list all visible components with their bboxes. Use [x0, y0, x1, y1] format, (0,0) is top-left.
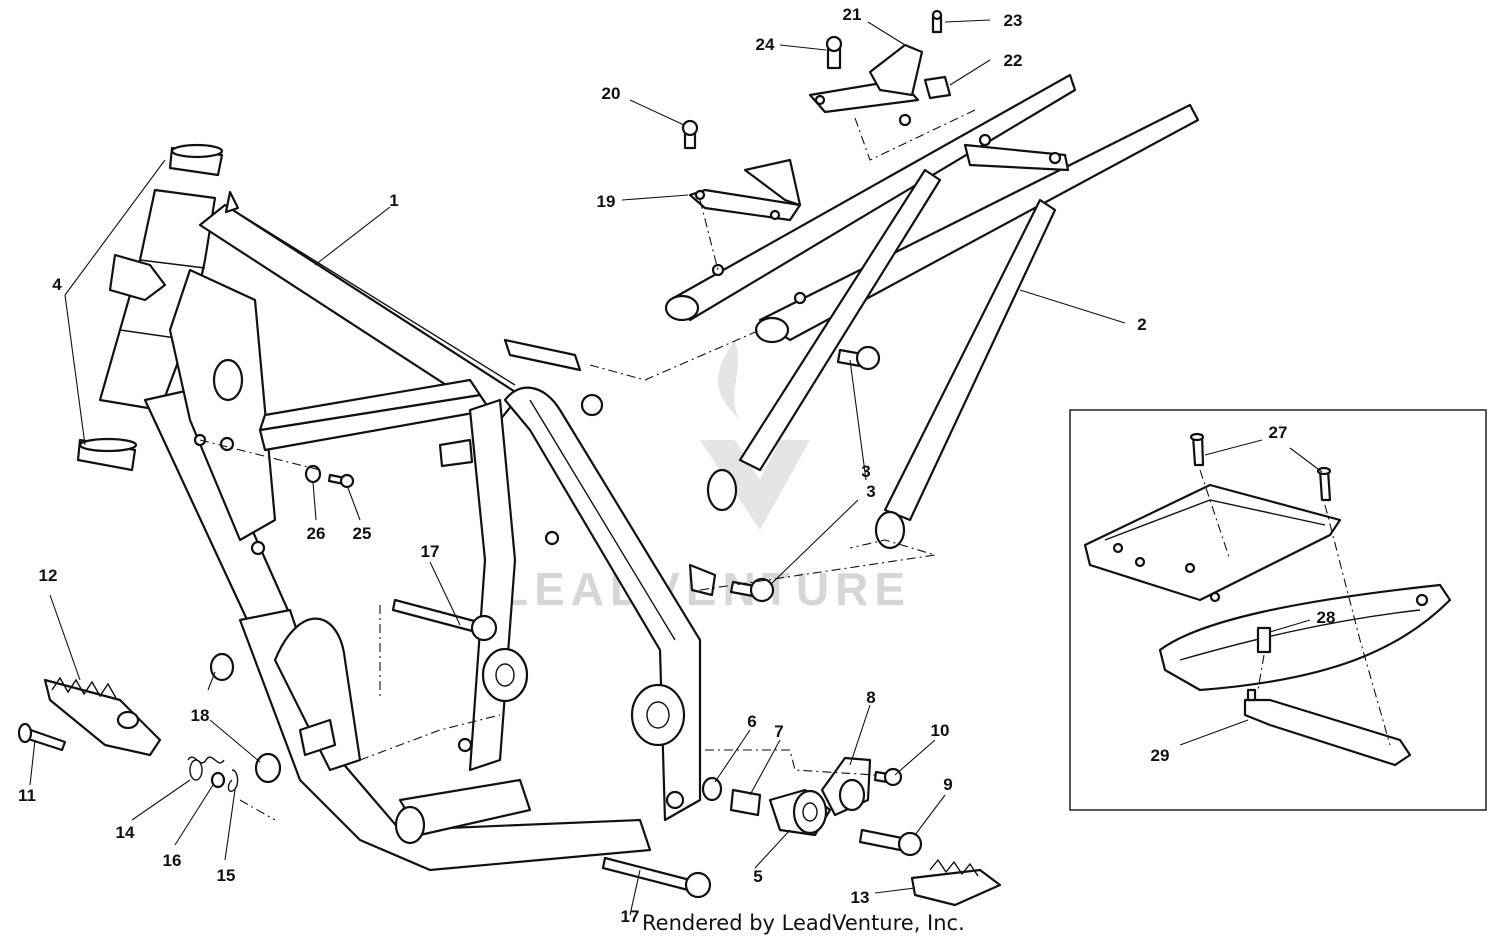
callout-17: 17 [421, 542, 440, 561]
callout-12: 12 [39, 566, 58, 585]
bracket-19 [688, 158, 802, 222]
subframe [664, 73, 1200, 550]
mount-plate-8 [820, 756, 872, 817]
subframe-bolt-upper [836, 345, 881, 371]
spring-14 [187, 756, 225, 781]
callout-5: 5 [753, 867, 762, 886]
bushing-5 [768, 788, 832, 837]
credit-text: Rendered by LeadVenture, Inc. [642, 911, 965, 935]
steering-bearing-upper [168, 143, 224, 177]
collar-18-lower [254, 752, 282, 784]
callout-21: 21 [843, 5, 862, 24]
callout-25: 25 [353, 524, 372, 543]
callout-1: 1 [389, 191, 398, 210]
callout-28: 28 [1317, 608, 1336, 627]
callout-14: 14 [116, 823, 135, 842]
callout-17: 17 [621, 907, 640, 926]
clip-15 [227, 769, 239, 792]
callout-24: 24 [756, 35, 775, 54]
callout-3: 3 [861, 462, 870, 481]
callout-23: 23 [1004, 11, 1023, 30]
washer-16 [210, 771, 226, 789]
footpeg-left [43, 676, 162, 757]
callout-6: 6 [747, 712, 756, 731]
through-bolt-17-upper [391, 598, 498, 642]
callout-8: 8 [866, 688, 875, 707]
pin-11 [17, 722, 67, 752]
callout-26: 26 [307, 524, 326, 543]
through-bolt-17-lower [601, 856, 712, 899]
callout-29: 29 [1151, 746, 1170, 765]
callout-16: 16 [163, 851, 182, 870]
callout-4: 4 [52, 275, 62, 294]
callout-18: 18 [191, 706, 210, 725]
callout-15: 15 [217, 866, 236, 885]
steering-bearing-lower [76, 437, 138, 472]
bolt-9 [858, 828, 923, 857]
washer-6 [701, 776, 723, 802]
collar-18-upper [209, 652, 235, 682]
callout-9: 9 [943, 775, 952, 794]
callout-22: 22 [1004, 51, 1023, 70]
subframe-bolt-lower [729, 577, 775, 603]
screw-23 [931, 9, 943, 34]
footpeg-right [910, 858, 1002, 907]
callout-2: 2 [1137, 315, 1146, 334]
callout-19: 19 [597, 192, 616, 211]
leader-lines [29, 19, 1126, 916]
main-frame [98, 188, 717, 872]
callout-27: 27 [1269, 423, 1288, 442]
callout-13: 13 [851, 888, 870, 907]
inset-panel [1069, 409, 1487, 811]
collar-7 [729, 788, 762, 817]
bolt-10 [873, 767, 903, 787]
callout-7: 7 [774, 722, 783, 741]
callout-10: 10 [931, 721, 950, 740]
bolt-20 [681, 119, 699, 150]
callout-11: 11 [18, 786, 36, 805]
bracket-21 [808, 43, 924, 127]
clip-22 [923, 75, 952, 100]
cable-guide [108, 253, 167, 302]
bolt-24 [825, 35, 843, 70]
callout-20: 20 [602, 84, 621, 103]
bolt-25 [327, 473, 355, 489]
callout-labels: 1 2 3 3 4 5 6 7 8 9 10 11 12 13 14 15 16… [18, 5, 1335, 926]
callout-3: 3 [866, 482, 875, 501]
